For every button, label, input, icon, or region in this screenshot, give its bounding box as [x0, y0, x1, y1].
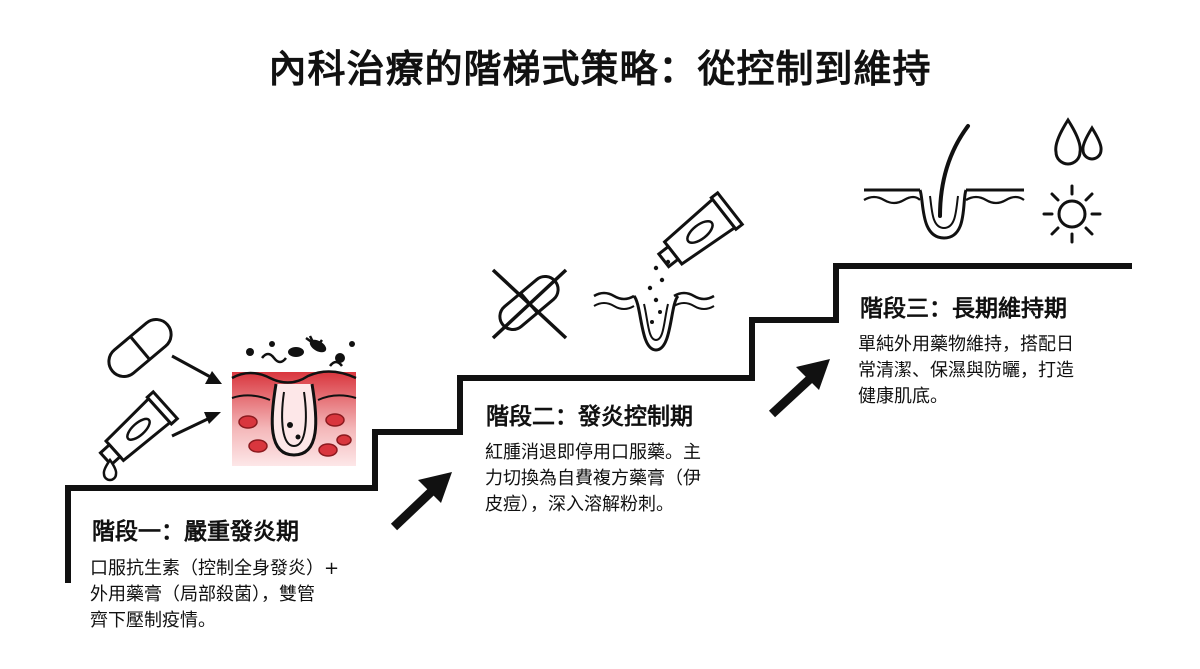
stage-1-description: 口服抗生素（控制全身發炎）+ 外用藥膏（局部殺菌），雙管 齊下壓制疫情。 [90, 558, 340, 631]
stage-3-title: 階段三：長期維持期 [860, 296, 1067, 322]
capsule-icon [107, 318, 173, 378]
stage-1-title: 階段一：嚴重發炎期 [92, 519, 299, 545]
bacteria-icon [246, 335, 355, 367]
ointment-tube-icon [656, 190, 745, 269]
sun-icon [1042, 184, 1102, 244]
ointment-tube-icon [98, 389, 180, 467]
stage-2-title: 階段二：發炎控制期 [486, 404, 693, 430]
diagram-title: 內科治療的階梯式策略：從控制到維持 [268, 47, 932, 91]
progress-arrow-icon [768, 359, 830, 418]
inflamed-follicle-icon [231, 370, 357, 466]
clearing-follicle-icon [593, 259, 715, 352]
drop-icon [102, 457, 118, 482]
stage-3-description: 單純外用藥物維持，搭配日 常清潔、保濕與防曬，打造 健康肌底。 [858, 334, 1074, 407]
no-capsule-icon [491, 268, 568, 340]
progress-arrow-icon [390, 472, 452, 531]
stage-2-description: 紅腫消退即停用口服藥。主 力切換為自費複方藥膏（伊 皮痘），深入溶解粉刺。 [485, 442, 701, 515]
arrow-icon [171, 412, 221, 438]
water-drops-icon [1054, 117, 1103, 166]
healthy-follicle-icon [863, 124, 1025, 240]
staircase-line [65, 263, 1132, 583]
arrow-icon [171, 354, 222, 384]
